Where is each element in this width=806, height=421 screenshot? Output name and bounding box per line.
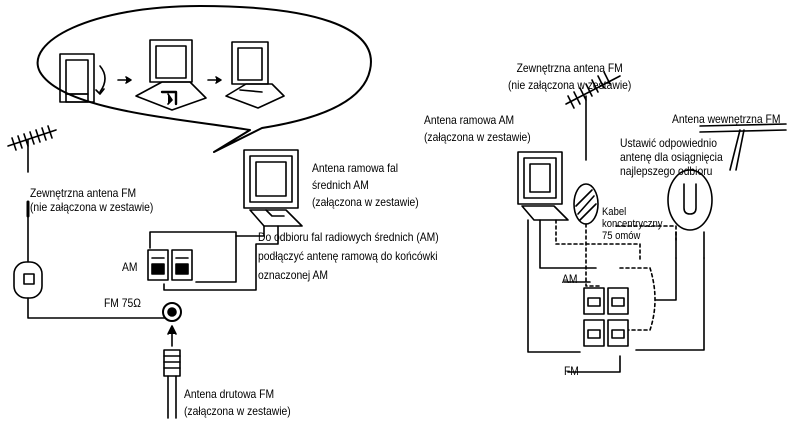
assembly-step-3-icon — [225, 41, 285, 109]
fm-wire-left-label: Antena drutowa FM (załączona w zestawie) — [184, 386, 291, 420]
fm-wire-line1: Antena drutowa FM — [184, 387, 275, 401]
coax-balun-right-icon — [573, 183, 603, 287]
fm-wire-antenna-left-icon — [163, 325, 181, 419]
am-instruction-left-label: Do odbioru fal radiowych średnich (AM) p… — [258, 228, 439, 285]
am-loop-left-line3: (załączona w zestawie) — [312, 195, 419, 209]
assembly-step-1-icon — [59, 53, 106, 103]
fm-external-left-line1: Zewnętrzna antena FM — [30, 186, 137, 200]
assembly-arrow-1-icon — [117, 76, 132, 84]
assembly-arrow-2-icon — [207, 76, 222, 84]
am-loop-right-label: Antena ramowa AM (załączona w zestawie) — [424, 112, 531, 146]
fm-terminal-right-label: FM — [564, 364, 579, 378]
am-loop-antenna-right-icon — [517, 151, 569, 221]
fm-jack-left-icon — [162, 302, 182, 322]
fm-indoor-antenna-right-icon — [667, 123, 787, 259]
coax-right-label: Kabel koncentryczny 75 omów — [602, 206, 662, 242]
coax-line2: koncentryczny — [602, 218, 663, 230]
adjust-note-line3: najlepszego odbioru — [620, 164, 713, 178]
fm-indoor-right-label: Antena wewnętrzna FM — [672, 112, 781, 126]
fm-external-left-label: Zewnętrzna antena FM (nie załączona w ze… — [30, 186, 153, 214]
am-instruction-line2: podłączyć antenę ramową do końcówki — [258, 249, 438, 263]
am-loop-right-line2: (załączona w zestawie) — [424, 130, 531, 144]
am-instruction-line3: oznaczonej AM — [258, 268, 328, 282]
adjust-note-line2: antenę dla osiągnięcia — [620, 150, 723, 164]
am-loop-left-line2: średnich AM — [312, 178, 369, 192]
fm-wire-line2: (załączona w zestawie) — [184, 404, 291, 418]
fm-external-right-line1: Zewnętrzna antena FM — [516, 61, 623, 75]
am-loop-right-line1: Antena ramowa AM — [424, 113, 515, 127]
balun-left-icon — [13, 261, 43, 299]
fm-external-right-line2: (nie załączona w zestawie) — [508, 78, 632, 92]
adjust-note-line1: Ustawić odpowiednio — [620, 136, 717, 150]
am-terminal-right-label: AM — [562, 272, 578, 286]
am-terminal-left-label: AM — [122, 260, 138, 274]
assembly-step-2-icon — [135, 39, 207, 111]
am-loop-left-label: Antena ramowa fal średnich AM (załączona… — [312, 160, 419, 211]
terminal-block-right-icon — [583, 287, 629, 347]
fm-outdoor-antenna-right-icon — [565, 71, 621, 161]
am-terminal-left-icon — [147, 249, 193, 281]
coax-line3: 75 omów — [602, 230, 641, 242]
am-loop-left-line1: Antena ramowa fal — [312, 161, 399, 175]
coax-line1: Kabel — [602, 206, 627, 218]
fm-terminal-left-label: FM 75Ω — [104, 296, 141, 310]
am-loop-antenna-left-icon — [243, 149, 303, 227]
am-instruction-line1: Do odbioru fal radiowych średnich (AM) — [258, 230, 439, 244]
fm-outdoor-antenna-left-icon — [7, 125, 57, 173]
fm-external-right-label: Zewnętrzna antena FM (nie załączona w ze… — [508, 60, 631, 94]
adjust-note-right-label: Ustawić odpowiednio antenę dla osiągnięc… — [620, 136, 723, 178]
fm-external-left-line2: (nie załączona w zestawie) — [30, 200, 154, 214]
